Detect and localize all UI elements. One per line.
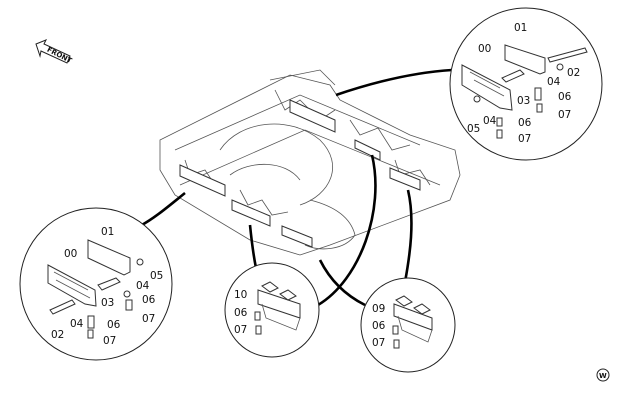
callout-05: 05	[150, 270, 163, 282]
callout-06: 06	[372, 320, 386, 332]
callout-02: 02	[51, 329, 64, 341]
detail-circle-bottom-left: 01 00 05 04 06 03 07 02 04 06 07	[19, 207, 173, 361]
callout-01: 01	[101, 226, 114, 238]
callout-02: 02	[567, 67, 580, 79]
callout-00: 00	[64, 248, 77, 260]
connector-lines	[139, 68, 453, 307]
watermark-letter: W	[599, 372, 607, 380]
callout-03: 03	[101, 297, 114, 309]
callout-06: 06	[234, 307, 248, 319]
callout-04b: 04	[483, 115, 497, 127]
callout-05: 05	[467, 123, 480, 135]
callout-07b: 07	[518, 133, 531, 145]
callout-04b: 04	[70, 318, 84, 330]
undercarriage-frame	[159, 69, 461, 256]
callout-10: 10	[234, 289, 247, 301]
callout-04: 04	[136, 280, 150, 292]
detail-circle-top-right: 01 00 02 04 03 06 07 04 06 05 07	[449, 7, 603, 161]
callout-06b: 06	[107, 319, 121, 331]
callout-06: 06	[142, 294, 156, 306]
callout-07: 07	[558, 109, 571, 121]
callout-06: 06	[558, 91, 572, 103]
callout-01: 01	[514, 22, 527, 34]
callout-07: 07	[372, 337, 385, 349]
detail-circle-bottom-right: 09 06 07	[360, 277, 456, 373]
callout-07: 07	[142, 313, 155, 325]
callout-06b: 06	[518, 117, 532, 129]
callout-07b: 07	[103, 335, 116, 347]
callout-00: 00	[478, 43, 491, 55]
watermark-logo: W	[596, 368, 610, 382]
front-arrow: FRONT	[35, 39, 73, 65]
callout-09: 09	[372, 303, 385, 315]
callout-07: 07	[234, 324, 247, 336]
detail-circle-bottom-mid: 10 06 07	[224, 262, 320, 358]
callout-04: 04	[547, 76, 561, 88]
callout-03: 03	[517, 95, 530, 107]
